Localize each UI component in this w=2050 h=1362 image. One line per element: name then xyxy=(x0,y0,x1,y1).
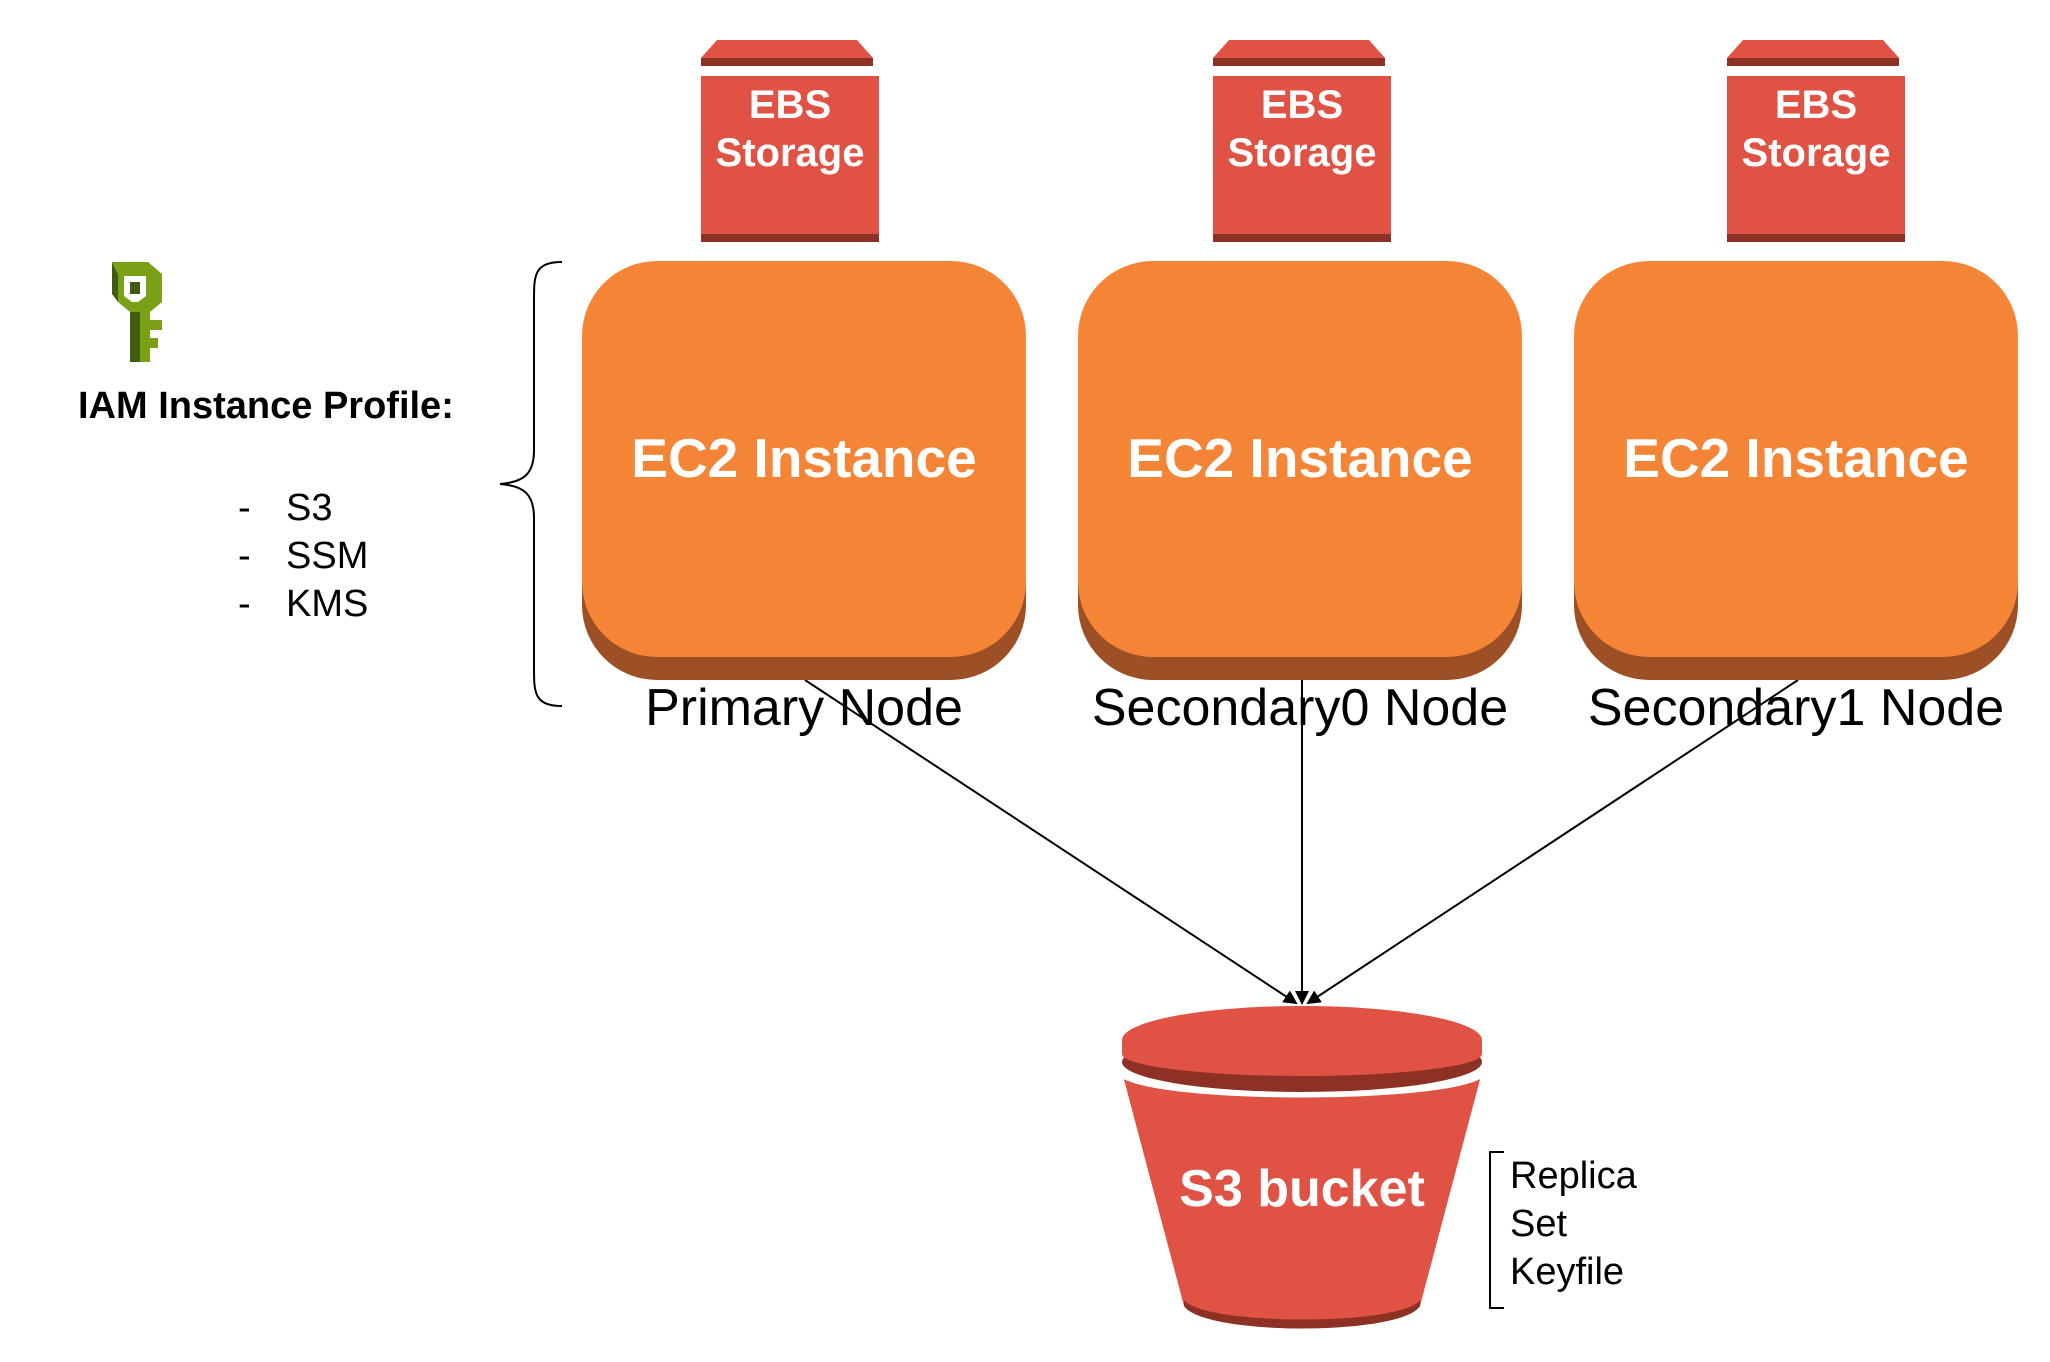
ebs-label-line2: Storage xyxy=(1742,131,1891,175)
ec2-instance: EC2 Instance xyxy=(1574,261,2018,680)
iam-item-kms: KMS xyxy=(286,583,368,625)
s3-bucket-label: S3 bucket xyxy=(1179,1160,1425,1218)
s3-bucket: S3 bucket xyxy=(1122,1006,1482,1329)
iam-item-bullet: - xyxy=(238,583,251,625)
ec2-instance: EC2 Instance xyxy=(582,261,1026,680)
arrow-primary-to-bucket xyxy=(804,679,1298,1005)
arrow-secondary1-to-bucket xyxy=(1306,679,1799,1005)
node-primary: EBS Storage EC2 Instance Primary Node xyxy=(582,40,1026,737)
ebs-label-line1: EBS xyxy=(749,83,831,127)
node-label: Primary Node xyxy=(645,679,963,737)
ec2-instance-label: EC2 Instance xyxy=(631,427,976,489)
node-label: Secondary1 Node xyxy=(1588,679,2004,737)
ebs-volume: EBS Storage xyxy=(1213,40,1391,242)
ebs-volume: EBS Storage xyxy=(701,40,879,242)
ebs-label-line1: EBS xyxy=(1261,83,1343,127)
node-secondary1: EBS Storage EC2 Instance Secondary1 Node xyxy=(1574,40,2018,737)
ebs-label-line2: Storage xyxy=(716,131,865,175)
annotation-line: Replica xyxy=(1510,1155,1638,1197)
ebs-label-line2: Storage xyxy=(1228,131,1377,175)
node-label: Secondary0 Node xyxy=(1092,679,1508,737)
keyfile-annotation: Replica Set Keyfile xyxy=(1489,1151,1638,1309)
iam-item-ssm: SSM xyxy=(286,535,368,577)
iam-item-s3: S3 xyxy=(286,487,332,529)
iam-title: IAM Instance Profile: xyxy=(78,385,454,427)
iam-item-bullet: - xyxy=(238,487,251,529)
ec2-instance-label: EC2 Instance xyxy=(1623,427,1968,489)
annotation-line: Keyfile xyxy=(1510,1251,1624,1293)
ebs-volume: EBS Storage xyxy=(1727,40,1905,242)
annotation-line: Set xyxy=(1510,1203,1567,1245)
ebs-label-line1: EBS xyxy=(1775,83,1857,127)
iam-key-icon xyxy=(112,262,162,362)
iam-item-bullet: - xyxy=(238,535,251,577)
iam-item-list: - S3 - SSM - KMS xyxy=(238,487,368,625)
ec2-instance: EC2 Instance xyxy=(1078,261,1522,680)
annotation-bracket xyxy=(1489,1151,1504,1309)
connectors xyxy=(804,679,1799,1005)
ec2-instance-label: EC2 Instance xyxy=(1127,427,1472,489)
iam-scope-brace xyxy=(499,261,563,707)
node-secondary0: EBS Storage EC2 Instance Secondary0 Node xyxy=(1078,40,1522,737)
iam-section: IAM Instance Profile: - S3 - SSM - KMS xyxy=(78,261,563,707)
